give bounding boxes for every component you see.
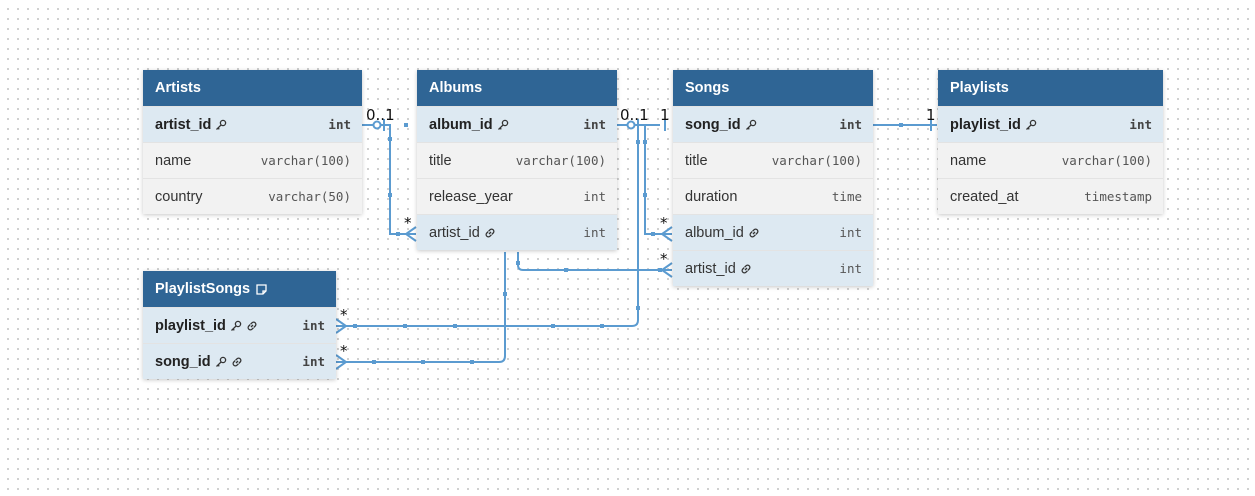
table-title: PlaylistSongs: [155, 281, 251, 297]
column-name: name: [155, 152, 192, 169]
column-type: int: [583, 117, 606, 132]
table-playlists[interactable]: Playlists playlist_id int name varchar(1…: [938, 70, 1163, 214]
table-row[interactable]: created_at timestamp: [938, 178, 1163, 214]
table-row[interactable]: playlist_id int: [143, 307, 336, 343]
table-row[interactable]: release_year int: [417, 178, 617, 214]
table-header-playlistsongs[interactable]: PlaylistSongs: [143, 271, 336, 307]
column-name: playlist_id: [950, 116, 1021, 133]
key-icon: [497, 119, 509, 131]
column-name: playlist_id: [155, 317, 226, 334]
note-icon[interactable]: [250, 283, 268, 296]
column-name: artist_id: [155, 116, 212, 133]
rel-albums-songs-artist: [517, 252, 672, 271]
column-name: release_year: [429, 188, 513, 205]
table-row[interactable]: duration time: [673, 178, 873, 214]
cardinality-albums-songs-many: *: [660, 214, 668, 232]
table-row[interactable]: artist_id int: [673, 250, 873, 286]
table-row[interactable]: artist_id int: [417, 214, 617, 250]
cardinality-playlists-songs-one: 1: [926, 106, 936, 124]
table-header-playlists[interactable]: Playlists: [938, 70, 1163, 106]
table-header-songs[interactable]: Songs: [673, 70, 873, 106]
column-type: int: [328, 117, 351, 132]
column-name: album_id: [429, 116, 493, 133]
table-row[interactable]: name varchar(100): [143, 142, 362, 178]
column-type: int: [839, 225, 862, 240]
cardinality-artists-albums-one: 0..1: [366, 106, 395, 124]
column-name: name: [950, 152, 987, 169]
table-row[interactable]: song_id int: [143, 343, 336, 379]
column-name: title: [685, 152, 708, 169]
column-name: title: [429, 152, 452, 169]
link-icon: [484, 227, 496, 239]
column-name: country: [155, 188, 203, 205]
table-playlistsongs[interactable]: PlaylistSongs playlist_id int song_id in…: [143, 271, 336, 379]
column-type: int: [839, 117, 862, 132]
link-icon: [748, 227, 760, 239]
column-name: song_id: [155, 353, 211, 370]
column-type: varchar(100): [260, 153, 351, 168]
table-header-artists[interactable]: Artists: [143, 70, 362, 106]
column-name: created_at: [950, 188, 1019, 205]
key-icon: [230, 320, 242, 332]
column-name: song_id: [685, 116, 741, 133]
table-title: Artists: [155, 80, 201, 96]
table-albums[interactable]: Albums album_id int title varchar(100) r…: [417, 70, 617, 250]
link-icon: [740, 263, 752, 275]
column-name: artist_id: [685, 260, 736, 277]
column-type: int: [839, 261, 862, 276]
column-type: int: [583, 225, 606, 240]
link-icon: [231, 356, 243, 368]
key-icon: [1025, 119, 1037, 131]
table-row[interactable]: country varchar(50): [143, 178, 362, 214]
key-icon: [745, 119, 757, 131]
column-name: artist_id: [429, 224, 480, 241]
column-type: int: [302, 318, 325, 333]
link-icon: [246, 320, 258, 332]
column-name: album_id: [685, 224, 744, 241]
table-title: Playlists: [950, 80, 1009, 96]
cardinality-songs-playlists-one: 1: [660, 106, 670, 124]
table-row[interactable]: title varchar(100): [417, 142, 617, 178]
table-title: Songs: [685, 80, 730, 96]
column-type: timestamp: [1084, 189, 1152, 204]
table-row[interactable]: title varchar(100): [673, 142, 873, 178]
table-title: Albums: [429, 80, 483, 96]
column-type: varchar(100): [1061, 153, 1152, 168]
column-type: time: [831, 189, 862, 204]
column-name: duration: [685, 188, 738, 205]
table-songs[interactable]: Songs song_id int title varchar(100) dur…: [673, 70, 873, 286]
table-row[interactable]: name varchar(100): [938, 142, 1163, 178]
column-type: int: [1129, 117, 1152, 132]
table-header-albums[interactable]: Albums: [417, 70, 617, 106]
cardinality-playlist-many: *: [340, 306, 348, 324]
column-type: varchar(50): [268, 189, 351, 204]
table-row[interactable]: playlist_id int: [938, 106, 1163, 142]
table-row[interactable]: song_id int: [673, 106, 873, 142]
column-type: int: [302, 354, 325, 369]
column-type: varchar(100): [771, 153, 862, 168]
column-type: int: [583, 189, 606, 204]
cardinality-artists-albums-many: *: [404, 214, 412, 232]
table-row[interactable]: artist_id int: [143, 106, 362, 142]
table-row[interactable]: album_id int: [673, 214, 873, 250]
rel-albums-playlistsongs: [336, 252, 506, 363]
column-type: varchar(100): [515, 153, 606, 168]
key-icon: [215, 356, 227, 368]
cardinality-artists-songs-many: *: [660, 250, 668, 268]
table-row[interactable]: album_id int: [417, 106, 617, 142]
cardinality-song-many: *: [340, 342, 348, 360]
table-artists[interactable]: Artists artist_id int name varchar(100) …: [143, 70, 362, 214]
key-icon: [215, 119, 227, 131]
cardinality-albums-songs-one: 0..1: [620, 106, 649, 124]
